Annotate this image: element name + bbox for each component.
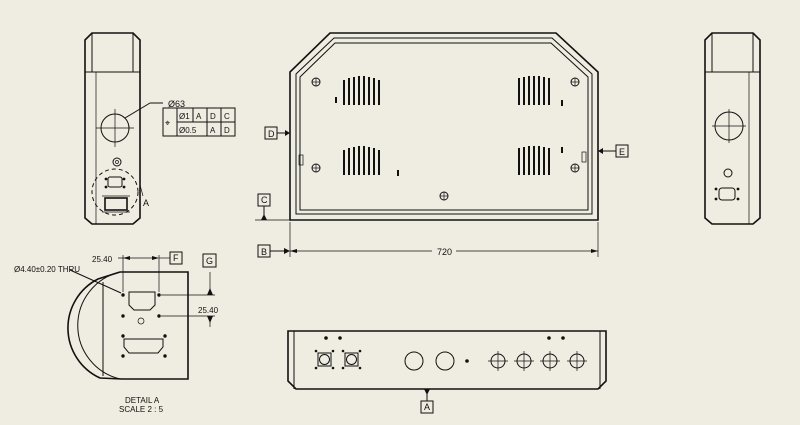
detail-dimensions: Ø4.40±0.20 THRU 25.40 F 25.40 G DETAIL A… — [14, 251, 219, 414]
fcf-datum-2b: D — [224, 126, 230, 135]
bottom-view — [287, 330, 607, 390]
detail-scale: SCALE 2 : 5 — [119, 405, 164, 414]
datum-d: D — [264, 126, 290, 140]
datum-f-letter: F — [173, 253, 179, 263]
fcf-tolerance-2: Ø0.5 — [179, 126, 197, 135]
fcf-datum-1a: A — [196, 112, 202, 121]
datum-c: C — [255, 193, 290, 221]
detail-ref-letter: A — [143, 198, 149, 208]
svg-text:E: E — [619, 147, 625, 157]
square-connector-1 — [314, 349, 335, 370]
datum-b: B — [257, 244, 290, 258]
hole-callout: Ø63 ⌖ Ø1 A D C Ø0.5 A D — [124, 99, 236, 137]
fcf-datum-1b: D — [210, 112, 216, 121]
hole-diameter-label: Ø63 — [168, 99, 185, 109]
feature-control-frame: ⌖ Ø1 A D C Ø0.5 A D — [162, 107, 236, 137]
horizontal-spacing-value: 25.40 — [92, 255, 113, 264]
detail-title: DETAIL A — [125, 396, 160, 405]
datum-g-letter: G — [206, 256, 213, 266]
svg-text:A: A — [424, 402, 430, 412]
detail-a-view — [67, 271, 189, 380]
vertical-spacing-value: 25.40 — [198, 306, 219, 315]
square-connector-2 — [341, 349, 362, 370]
right-side-view — [704, 32, 761, 225]
width-value: 720 — [437, 247, 452, 257]
datum-a: A — [420, 389, 434, 414]
overall-width-dimension: 720 — [289, 222, 599, 257]
vent-slots-bottom-left — [343, 146, 399, 176]
vent-slots-bottom-right — [518, 146, 563, 175]
fcf-datum-2a: A — [210, 126, 216, 135]
vent-slots-top-left — [335, 76, 380, 105]
fcf-tolerance-1: Ø1 — [179, 112, 190, 121]
thru-hole-callout: Ø4.40±0.20 THRU — [14, 265, 80, 274]
svg-text:C: C — [261, 195, 268, 205]
datum-e: E — [598, 144, 629, 158]
front-view — [289, 32, 599, 221]
svg-text:B: B — [261, 247, 267, 257]
position-symbol: ⌖ — [165, 118, 170, 128]
fcf-datum-1c: C — [224, 112, 230, 121]
left-side-view — [84, 32, 144, 225]
vent-slots-top-right — [518, 76, 563, 106]
svg-text:D: D — [268, 129, 275, 139]
